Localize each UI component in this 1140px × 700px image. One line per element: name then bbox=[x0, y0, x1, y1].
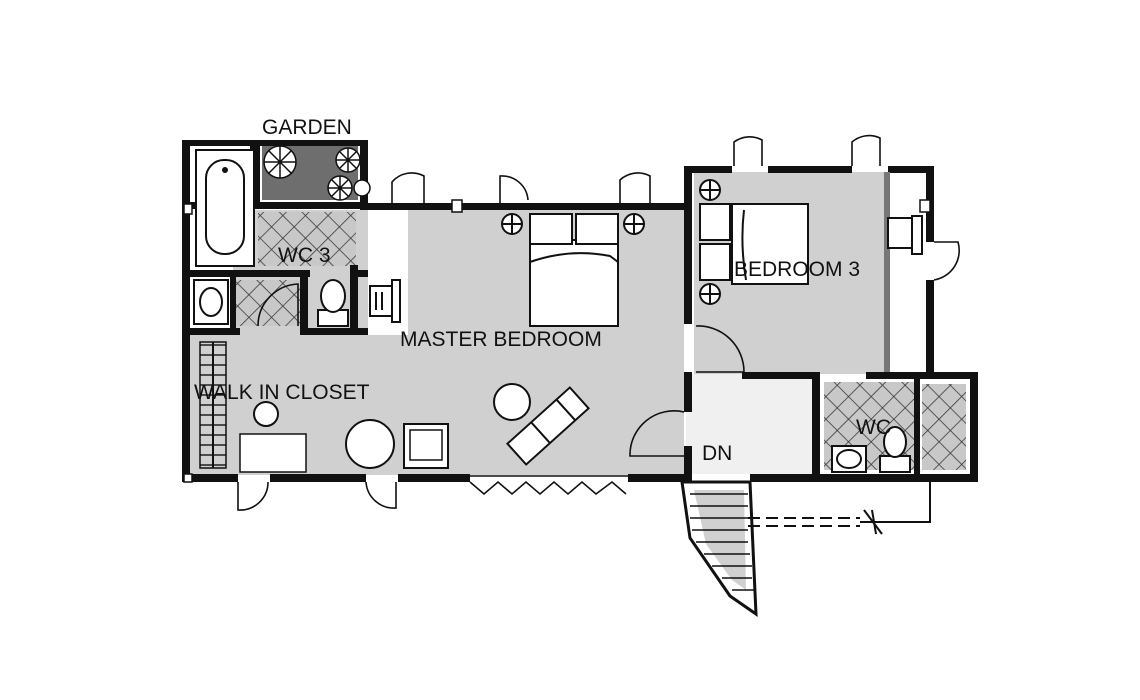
bedroom3-bed-icon bbox=[699, 179, 809, 305]
master-bed-icon bbox=[501, 213, 645, 327]
dashed-pipe bbox=[748, 482, 931, 535]
toilet-icon bbox=[317, 279, 349, 327]
room-labels: GARDEN WC 3 MASTER BEDROOM WALK IN CLOSE… bbox=[194, 116, 891, 465]
wc-right-tile bbox=[922, 384, 966, 470]
label-garden: GARDEN bbox=[262, 116, 352, 139]
stairs bbox=[680, 480, 758, 617]
wall-openings bbox=[183, 199, 931, 483]
label-bedroom3: BEDROOM 3 bbox=[734, 258, 860, 281]
armchair-icon bbox=[403, 423, 449, 469]
bathtub-icon bbox=[195, 149, 255, 267]
stool-icon bbox=[253, 401, 279, 427]
label-master-bedroom: MASTER BEDROOM bbox=[400, 328, 602, 351]
folding-doors bbox=[469, 475, 628, 496]
wall-sink-icon bbox=[887, 215, 923, 255]
closet-counter bbox=[239, 433, 307, 473]
basin-icon bbox=[193, 279, 229, 325]
wc3-shower-tile bbox=[258, 212, 356, 266]
wc3-floor-tile bbox=[233, 280, 301, 326]
label-walk-in-closet: WALK IN CLOSET bbox=[194, 381, 370, 404]
hall-floor bbox=[686, 374, 812, 474]
label-wc3: WC 3 bbox=[278, 244, 331, 267]
doors bbox=[237, 134, 960, 511]
wc-basin-icon bbox=[831, 445, 867, 473]
walls bbox=[182, 140, 978, 482]
label-dn: DN bbox=[702, 442, 732, 465]
lounger-icon bbox=[506, 386, 590, 466]
garden-plant-icon bbox=[263, 145, 371, 201]
fixtures bbox=[193, 145, 923, 473]
side-table-icon bbox=[493, 383, 531, 421]
wc-toilet-icon bbox=[879, 426, 911, 473]
sink-wall-icon bbox=[369, 279, 401, 323]
round-table-icon bbox=[345, 419, 395, 469]
label-wc: WC bbox=[856, 416, 891, 439]
